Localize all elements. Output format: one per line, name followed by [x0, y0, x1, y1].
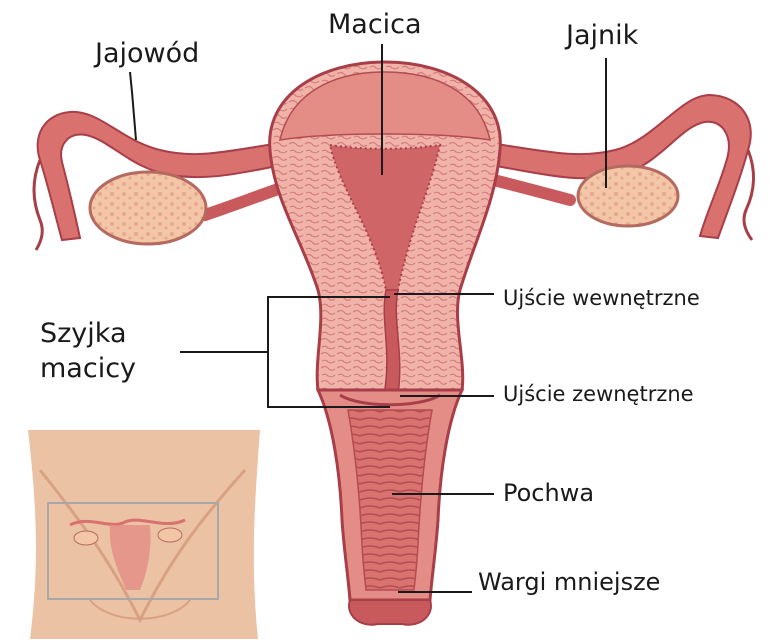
- leader-jajowod: [130, 72, 136, 140]
- label-ujscie-zewnetrzne: Ujście zewnętrzne: [503, 382, 694, 406]
- label-ujscie-wewnetrzne: Ujście wewnętrzne: [503, 286, 700, 310]
- label-pochwa: Pochwa: [503, 480, 594, 508]
- label-szyjka-line2: macicy: [40, 353, 136, 384]
- ovarian-ligament-right: [485, 178, 570, 200]
- labia-minora: [349, 600, 431, 625]
- label-jajnik: Jajnik: [566, 20, 638, 51]
- label-wargi-mniejsze: Wargi mniejsze: [478, 569, 660, 597]
- label-szyjka-line1: Szyjka: [40, 318, 127, 349]
- inset-body-thumbnail: [28, 430, 260, 639]
- ovary-left: [90, 172, 206, 244]
- label-macica: Macica: [328, 9, 422, 40]
- uterus: [270, 62, 501, 395]
- label-jajowod: Jajowód: [95, 38, 199, 69]
- ovary-right: [578, 166, 678, 226]
